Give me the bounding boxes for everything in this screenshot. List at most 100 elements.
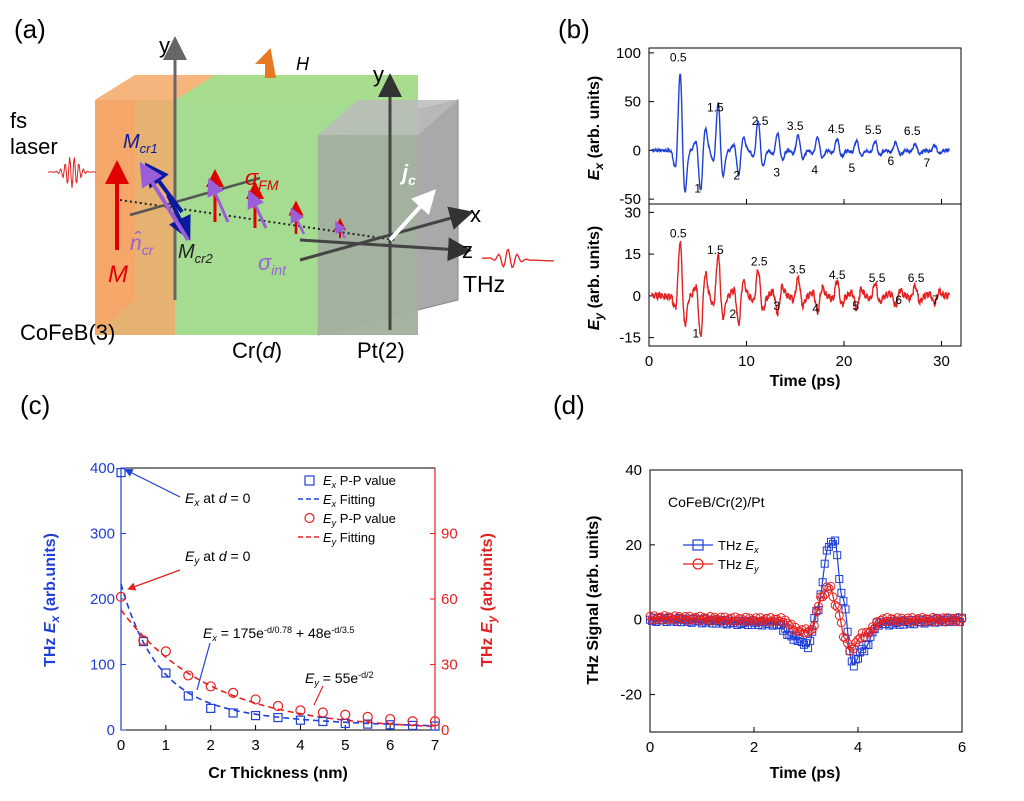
current-arrow xyxy=(388,189,437,242)
d-xtick-label: 2 xyxy=(750,739,758,756)
b-top-peak-label: 1 xyxy=(694,181,701,195)
z-axis xyxy=(299,237,472,262)
d-point-ey xyxy=(832,602,842,612)
d-ytick-label: -20 xyxy=(620,687,642,704)
b-bottom-peak-label: 2.5 xyxy=(751,254,768,268)
b-top-ytick-label: 0 xyxy=(633,142,641,159)
c-point-ey xyxy=(429,716,441,727)
sigma-int-label: σint xyxy=(258,250,287,278)
d-point-ex xyxy=(860,647,869,656)
d-point-ey xyxy=(830,600,840,610)
d-point-ey xyxy=(647,615,657,625)
source-label-line1: fs xyxy=(10,108,27,133)
legend-ey-fit: Ey Fitting xyxy=(323,530,375,547)
d-point-ex xyxy=(806,636,815,645)
d-point-ex xyxy=(854,654,862,663)
panel-label-c: (c) xyxy=(20,390,50,420)
note-ey-zero: Ey at d = 0 xyxy=(185,548,251,567)
c-right-y-axis-label: THz Ey (arb.units) xyxy=(479,533,499,667)
d-point-ey xyxy=(942,613,952,623)
d-point-ey xyxy=(813,601,823,611)
c-point-ex xyxy=(430,721,440,731)
c-point-ey xyxy=(115,591,127,602)
note-ex-equation: Ex = 175e-d/0.78 + 48e-d/3.5 xyxy=(203,625,354,643)
c-point-ey xyxy=(385,713,396,725)
b-bottom-ytick-label: -15 xyxy=(619,330,641,347)
d-point-ey xyxy=(682,615,692,625)
c-point-ey xyxy=(183,670,194,681)
b-bottom-xtick-label: 0 xyxy=(645,353,653,370)
b-top-peak-label: 4.5 xyxy=(828,122,845,136)
b-top-peak-label: 7 xyxy=(924,156,931,170)
d-point-ey xyxy=(697,615,707,625)
plot-frame-d xyxy=(649,469,963,733)
b-top-peak-label: 0.5 xyxy=(670,51,687,65)
c-ytick-left-label: 300 xyxy=(90,526,115,543)
d-point-ey xyxy=(888,614,898,624)
b-bottom-peak-label: 2 xyxy=(730,307,737,321)
field-label: H xyxy=(296,54,310,74)
b-bottom-ytick-label: 15 xyxy=(624,246,641,263)
c-ytick-left-label: 200 xyxy=(90,591,115,608)
panel-label-d: (d) xyxy=(553,390,585,420)
d-point-ey xyxy=(849,644,859,654)
d-point-ey xyxy=(662,615,672,625)
legend-marker-thz-ex xyxy=(692,539,704,551)
d-point-ey xyxy=(884,617,894,627)
b-top-peak-label: 4 xyxy=(811,163,818,177)
d-point-ey xyxy=(799,628,809,638)
laser-pulse-icon xyxy=(48,157,96,189)
c-point-ey xyxy=(340,709,351,720)
c-ytick-right-label: 0 xyxy=(441,722,449,739)
d-xtick-label: 4 xyxy=(854,739,862,756)
d-point-ey xyxy=(853,635,863,645)
output-label: THz xyxy=(463,271,505,297)
d-point-ey xyxy=(836,618,846,628)
d-point-ey xyxy=(759,615,769,625)
m-cr2-label: Mcr2 xyxy=(178,241,214,266)
d-chart-title: CoFeB/Cr(2)/Pt xyxy=(668,494,765,510)
b-bottom-peak-label: 5.5 xyxy=(869,271,886,285)
d-point-ey xyxy=(809,621,819,631)
b-top-peak-label: 6.5 xyxy=(904,124,921,138)
c-legend: Ex P-P value Ex Fitting Ey P-P value Ey … xyxy=(298,473,396,547)
d-point-ex xyxy=(831,536,840,545)
c-point-ey xyxy=(407,716,418,727)
c-point-ey xyxy=(317,707,328,718)
d-xtick-label: 0 xyxy=(646,739,654,756)
c-point-ex xyxy=(228,708,238,718)
b-top-peak-label: 3 xyxy=(773,166,780,180)
b-top-peak-label: 6 xyxy=(887,154,894,168)
layer-label-pt: Pt(2) xyxy=(357,338,405,363)
d-point-ey xyxy=(938,613,948,623)
b-top-peak-label: 5.5 xyxy=(865,123,882,137)
c-xtick-label: 6 xyxy=(386,737,394,754)
c-point-ex xyxy=(183,691,193,701)
b-top-ytick-label: 100 xyxy=(616,45,641,62)
legend-marker-thz-ey xyxy=(692,558,704,570)
b-bottom-peak-label: 6.5 xyxy=(908,271,925,285)
d-point-ex xyxy=(864,641,873,650)
legend-marker-ey-pp xyxy=(304,512,315,524)
b-bottom-peak-label: 7 xyxy=(932,293,939,307)
b-bottom-ytick-label: 0 xyxy=(633,288,641,305)
d-point-ey xyxy=(764,617,774,627)
d-point-ey xyxy=(732,616,742,626)
c-x-axis-label: Cr Thickness (nm) xyxy=(208,765,348,782)
d-point-ey xyxy=(951,617,961,627)
sigma-fm-label: σFM xyxy=(245,165,279,193)
d-point-ey xyxy=(768,616,778,626)
d-point-ex xyxy=(835,575,844,584)
b-bottom-peak-label: 3 xyxy=(773,299,780,313)
b-bottom-peak-label: 1.5 xyxy=(707,243,724,257)
b-top-y-axis-label: Ex (arb. units) xyxy=(586,76,606,180)
b-bottom-peak-label: 0.5 xyxy=(670,226,687,240)
d-point-ey xyxy=(693,615,703,625)
panel-label-a: (a) xyxy=(14,14,46,44)
d-point-ex xyxy=(841,605,850,614)
d-y-axis-label: THz Signal (arb. units) xyxy=(585,516,602,685)
b-top-ytick-label: -50 xyxy=(619,191,641,208)
note-line-ex-eq xyxy=(196,642,211,691)
note-line-ey-eq xyxy=(313,685,324,706)
